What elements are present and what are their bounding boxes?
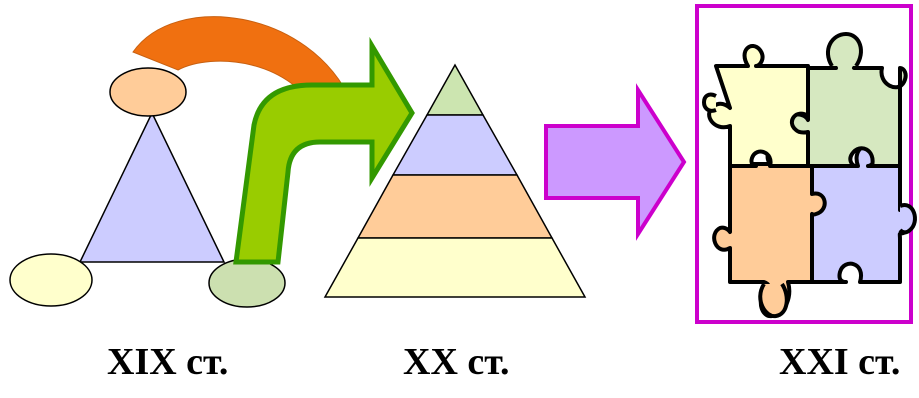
label-xx-century: XX ст. (403, 341, 510, 383)
puzzle-group (695, 4, 917, 324)
puzzle-tab-right (898, 203, 917, 235)
green-bent-arrow (233, 36, 415, 265)
right-ellipse (208, 258, 286, 308)
layered-pyramid (323, 63, 587, 298)
purple-block-arrow (544, 83, 687, 241)
left-ellipse (9, 253, 93, 307)
triangle-shape (78, 111, 226, 263)
pyramid-tier-3 (356, 174, 554, 239)
pyramid-tier-2 (391, 114, 519, 176)
label-xix-century: XIX ст. (107, 341, 229, 383)
puzzle-tab-left (702, 92, 717, 113)
puzzle-tab-bottom (758, 282, 789, 319)
pyramid-tier-4 (323, 237, 587, 298)
top-ellipse (109, 67, 187, 117)
pyramid-tier-1 (425, 63, 485, 116)
puzzle-piece-yellow (707, 44, 810, 168)
label-xxi-century: XXI ст. (779, 341, 901, 383)
triangle-model (9, 67, 286, 308)
puzzle-tab-top (826, 31, 863, 68)
